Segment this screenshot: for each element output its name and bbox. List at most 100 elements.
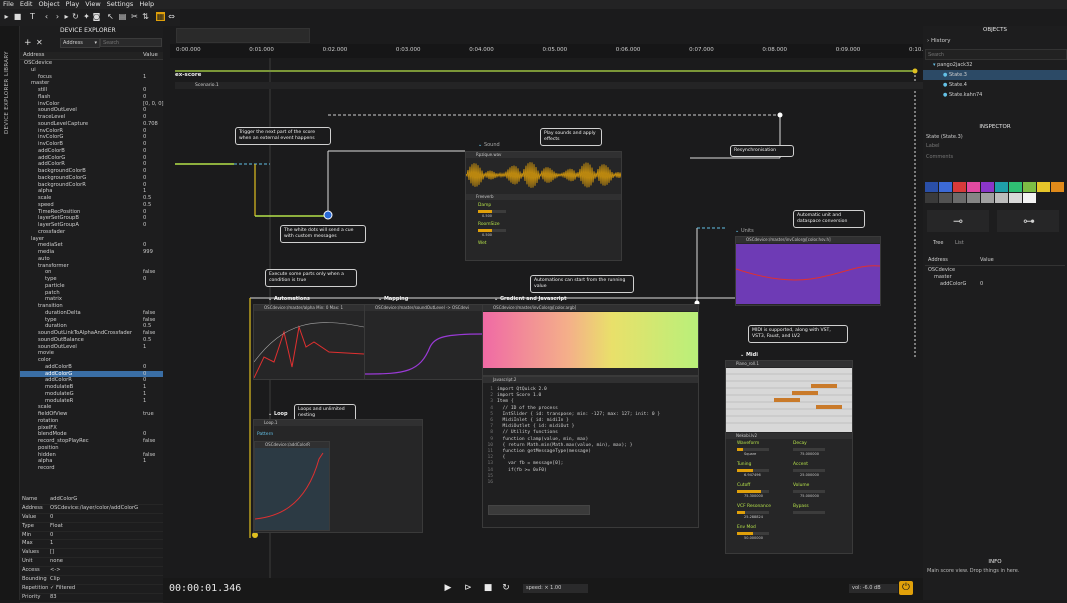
- synth-param-slider[interactable]: [793, 448, 825, 451]
- minimap[interactable]: [176, 28, 310, 43]
- tree-row[interactable]: ui: [20, 67, 163, 74]
- tree-row[interactable]: OSCdevice: [20, 60, 163, 67]
- color-swatch[interactable]: [925, 193, 938, 203]
- property-value[interactable]: none: [50, 558, 63, 565]
- synth-param-slider[interactable]: [737, 511, 769, 514]
- tree-row[interactable]: position: [20, 445, 163, 452]
- synth-param-slider[interactable]: [793, 511, 825, 514]
- tree-row[interactable]: master: [20, 80, 163, 87]
- menu-play[interactable]: Play: [65, 0, 80, 8]
- tools-icon[interactable]: ✕: [36, 38, 43, 47]
- code-line[interactable]: // ID of the process: [497, 405, 558, 411]
- volume-slider[interactable]: vol: -6.0 dB: [849, 584, 898, 593]
- play-from-icon[interactable]: ⊳: [464, 583, 472, 593]
- sound-process[interactable]: Rpzique.wav Freeverb Damp 0.500 RoomSize…: [465, 151, 622, 261]
- color-swatch[interactable]: [995, 193, 1008, 203]
- inspector-tree-row[interactable]: OSCdevice: [925, 267, 1065, 274]
- menu-help[interactable]: Help: [139, 0, 155, 8]
- state-connect-right-icon[interactable]: ⊶: [997, 210, 1059, 232]
- object-item[interactable]: ● State.kahn74: [923, 90, 1067, 100]
- gear-icon[interactable]: ✦: [83, 12, 90, 21]
- stop-icon[interactable]: ■: [483, 583, 493, 593]
- object-item[interactable]: ▾ pango2jack32: [923, 60, 1067, 70]
- property-value[interactable]: 0: [50, 531, 54, 538]
- library-tab[interactable]: LIBRARY: [4, 51, 10, 76]
- menu-view[interactable]: View: [85, 0, 101, 8]
- forward-icon[interactable]: ›: [55, 12, 60, 21]
- mapping-process[interactable]: OSCdevice:/master/soundOutLevel -> OSCde…: [364, 304, 484, 380]
- inspector-tree-row[interactable]: master: [925, 274, 1065, 281]
- tree-row[interactable]: layer: [20, 236, 163, 243]
- objects-search-input[interactable]: [925, 49, 1067, 60]
- tree-row[interactable]: movie: [20, 350, 163, 357]
- color-swatch[interactable]: [939, 182, 952, 192]
- grid-toggle-icon[interactable]: ▦: [156, 12, 165, 21]
- add-icon[interactable]: +: [24, 38, 32, 48]
- tree-row[interactable]: transformer: [20, 263, 163, 270]
- loop-inner[interactable]: OSCdevice:/addColorR: [254, 441, 330, 531]
- code-line[interactable]: import QtQuick 2.0: [497, 387, 547, 392]
- reinit-icon[interactable]: ↻: [502, 583, 510, 593]
- back-icon[interactable]: ‹: [44, 12, 49, 21]
- refresh-icon[interactable]: ↻: [72, 12, 79, 21]
- device-explorer-tab[interactable]: DEVICE EXPLORER: [4, 78, 10, 134]
- color-swatch[interactable]: [925, 182, 938, 192]
- synth-param-slider[interactable]: [737, 448, 769, 451]
- code-line[interactable]: function clamp(value, min, max): [497, 436, 589, 442]
- tree-row[interactable]: auto: [20, 256, 163, 263]
- roomsize-slider[interactable]: [478, 229, 506, 232]
- link-icon[interactable]: ⇅: [142, 12, 149, 21]
- score-canvas[interactable]: ex-score Scenario.1 Trigger the next par…: [170, 58, 923, 588]
- pointer-icon[interactable]: ↖: [107, 12, 114, 21]
- damp-slider[interactable]: [478, 210, 506, 213]
- color-swatch[interactable]: [939, 193, 952, 203]
- camera-icon[interactable]: ◙: [92, 12, 101, 21]
- synth-param-slider[interactable]: [737, 490, 769, 493]
- color-swatch[interactable]: [1009, 193, 1022, 203]
- expand-icon[interactable]: ⇔: [168, 12, 175, 21]
- color-swatch[interactable]: [953, 193, 966, 203]
- tree-row[interactable]: invColor[0, 0, 0]: [20, 101, 164, 108]
- tree-row[interactable]: record: [20, 465, 163, 472]
- stop-icon[interactable]: ■: [13, 12, 22, 21]
- code-line[interactable]: {: [497, 455, 506, 461]
- color-swatch[interactable]: [981, 193, 994, 203]
- tree-row[interactable]: patch: [20, 290, 163, 297]
- state-connect-left-icon[interactable]: ⊸: [927, 210, 989, 232]
- play-small-icon[interactable]: ▸: [64, 12, 69, 21]
- history-section[interactable]: › History: [923, 37, 1067, 46]
- units-process[interactable]: OSCdevice:/master/invColor@[color.hsv.h]: [735, 236, 881, 306]
- tree-row[interactable]: scale: [20, 404, 163, 411]
- property-value[interactable]: 1: [50, 540, 54, 547]
- tree-row[interactable]: crossfader: [20, 229, 163, 236]
- property-value[interactable]: 0: [50, 513, 54, 520]
- property-value[interactable]: addColorG: [50, 496, 78, 502]
- address-filter-select[interactable]: Address▾: [60, 38, 100, 48]
- code-line[interactable]: var fb = message[0];: [497, 461, 564, 467]
- tree-row[interactable]: pixelFX: [20, 425, 163, 432]
